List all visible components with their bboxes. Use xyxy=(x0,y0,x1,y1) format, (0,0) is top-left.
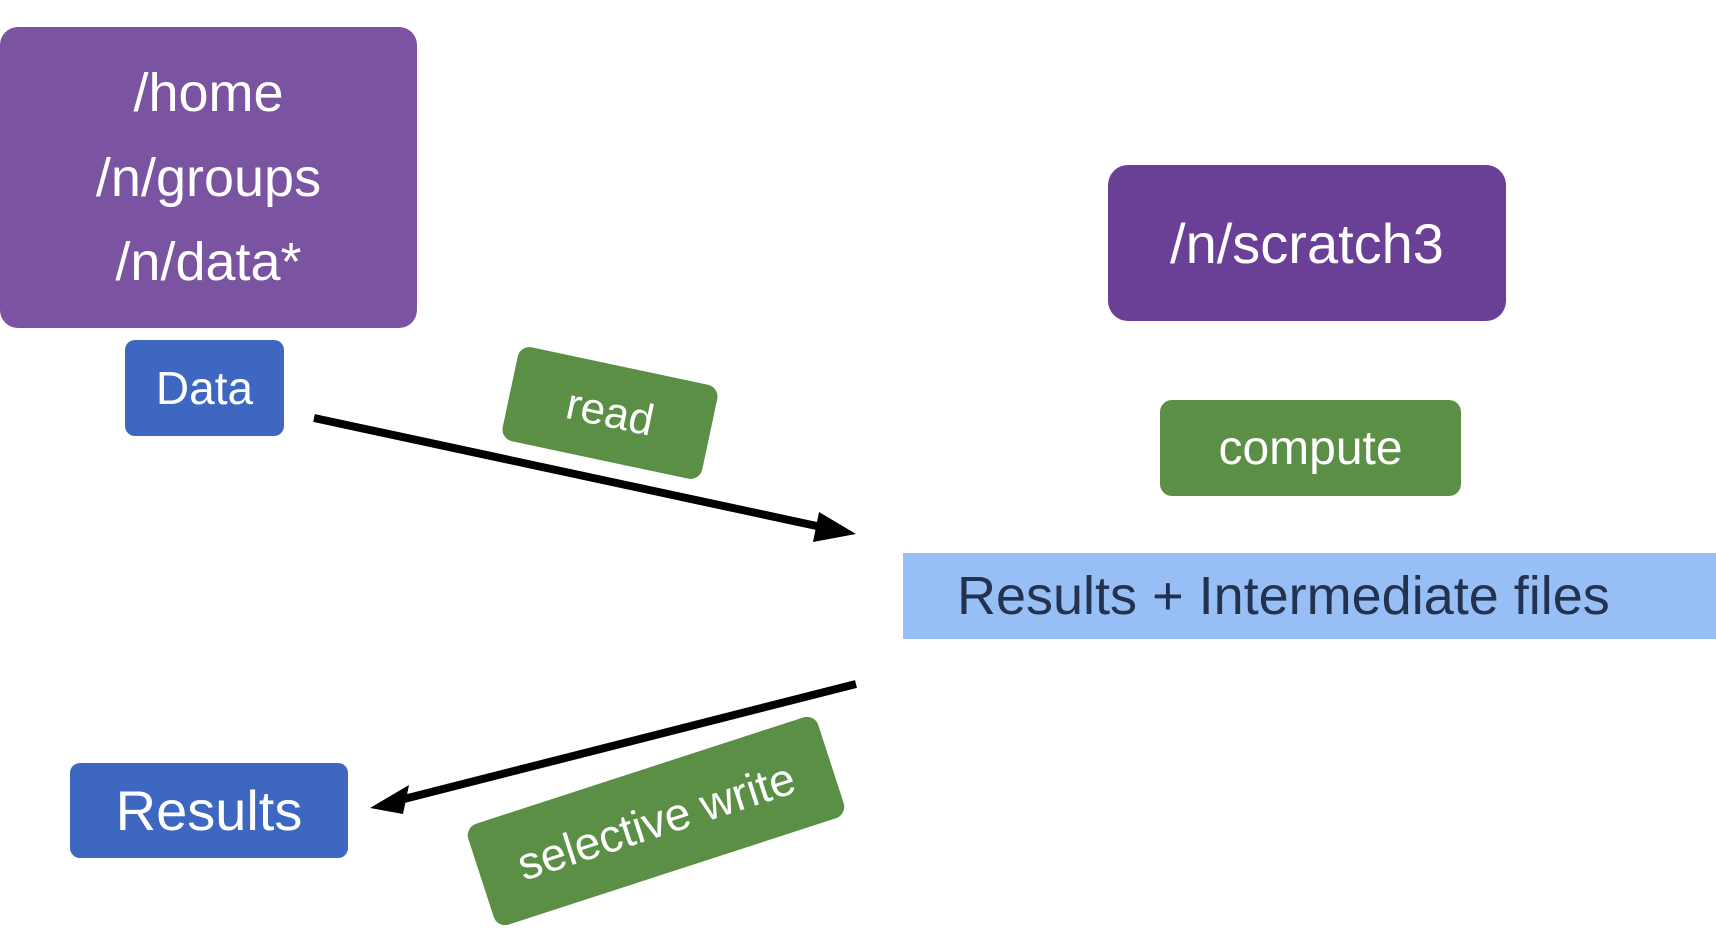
data-node: Data xyxy=(125,340,284,436)
read-label: read xyxy=(561,379,659,446)
results-label: Results xyxy=(115,779,303,842)
write-edge-label: selective write xyxy=(464,713,848,929)
storage-paths-box: /home /n/groups /n/data* xyxy=(0,27,417,328)
path-home: /home xyxy=(133,62,284,123)
read-arrow-head xyxy=(813,512,856,542)
compute-node: compute xyxy=(1160,400,1461,496)
read-edge-label: read xyxy=(500,344,720,482)
write-label: selective write xyxy=(510,751,802,891)
path-groups: /n/groups xyxy=(95,147,322,208)
scratch-label: /n/scratch3 xyxy=(1170,211,1444,275)
scratch-box: /n/scratch3 xyxy=(1108,165,1506,321)
results-node: Results xyxy=(70,763,348,858)
write-arrow-head xyxy=(370,785,409,814)
path-data: /n/data* xyxy=(115,232,302,293)
intermediate-label: Results + Intermediate files xyxy=(957,566,1610,626)
intermediate-files-bar: Results + Intermediate files xyxy=(903,553,1716,639)
compute-label: compute xyxy=(1218,421,1403,475)
data-label: Data xyxy=(155,362,254,414)
